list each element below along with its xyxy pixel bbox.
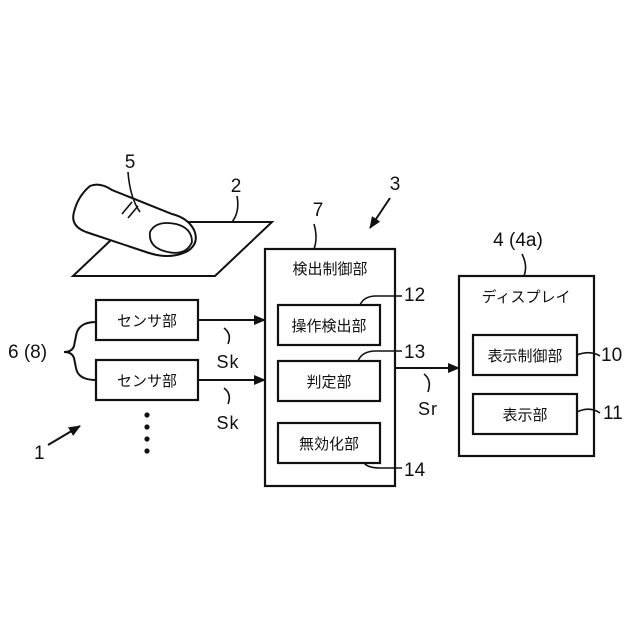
- panel-ref: 2: [231, 176, 242, 197]
- judge-label: 判定部: [306, 373, 351, 391]
- display-unit-label: 表示部: [502, 406, 547, 424]
- display-leader-line: [522, 254, 526, 276]
- display-unit-ref: 11: [603, 403, 623, 424]
- judge-ref: 13: [404, 342, 425, 363]
- sk-2-tick: [224, 388, 229, 404]
- panel-leader-line: [232, 196, 238, 222]
- sensor-block-2: センサ部: [96, 360, 198, 400]
- display-ctrl-ref: 10: [601, 345, 622, 366]
- controller-label: 検出制御部: [292, 260, 367, 278]
- device-ref: 3: [390, 174, 401, 195]
- sr-tick: [424, 374, 429, 392]
- system-ref: 1: [34, 443, 45, 464]
- sensors-ref: 6 (8): [8, 342, 47, 363]
- sr-label: Sr: [418, 399, 438, 419]
- finger-ref: 5: [125, 152, 136, 173]
- display-unit-block: 表示部: [473, 394, 577, 434]
- controller-ref: 7: [313, 200, 324, 221]
- display-ctrl-label: 表示制御部: [487, 347, 562, 365]
- system-ref-arrow: [48, 426, 80, 445]
- disable-label: 無効化部: [299, 435, 359, 453]
- sk-1-tick: [224, 328, 229, 344]
- sensors-brace: [64, 322, 96, 380]
- op-detect-ref: 12: [404, 285, 425, 306]
- disable-ref: 14: [404, 460, 426, 481]
- op-detect-label: 操作検出部: [291, 317, 366, 335]
- sensor-2-label: センサ部: [117, 372, 177, 390]
- disable-block: 無効化部: [278, 423, 380, 463]
- sk-2-label: Sk: [216, 413, 239, 433]
- display-ref: 4 (4a): [493, 230, 543, 251]
- controller-leader-line: [314, 224, 316, 249]
- display-label: ディスプレイ: [482, 288, 571, 306]
- display-ctrl-block: 表示制御部: [473, 335, 577, 375]
- device-ref-arrow: [370, 198, 390, 228]
- sk-1-label: Sk: [216, 352, 239, 372]
- sensor-1-label: センサ部: [117, 312, 177, 330]
- sensor-block-1: センサ部: [96, 300, 198, 340]
- finger-illustration: [73, 185, 196, 256]
- op-detect-block: 操作検出部: [278, 305, 380, 345]
- more-sensors-dots: [144, 412, 149, 453]
- judge-block: 判定部: [278, 361, 380, 401]
